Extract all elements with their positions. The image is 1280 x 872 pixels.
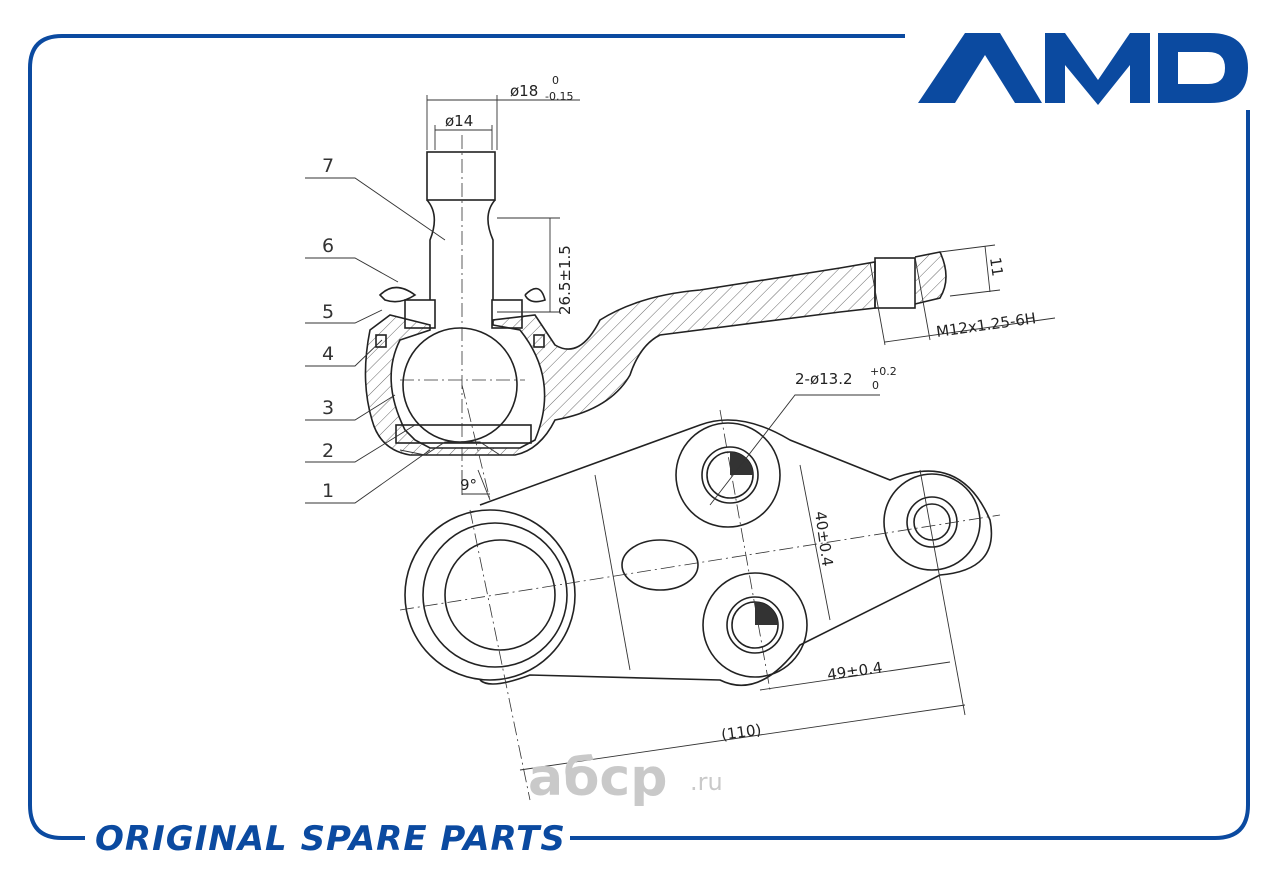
- watermark: абср: [528, 748, 667, 808]
- dim-d18-lower: -0.15: [545, 90, 573, 103]
- dim-offset: 49±0.4: [826, 658, 883, 684]
- dim-d18-upper: 0: [552, 74, 559, 87]
- dim-thread-length: 11: [986, 256, 1006, 277]
- dim-angle: 9°: [460, 476, 477, 494]
- part-leaders: [305, 177, 446, 504]
- part-number-1: 1: [322, 480, 334, 502]
- part-number-5: 5: [322, 301, 334, 323]
- part-number-3: 3: [322, 397, 334, 419]
- dim-overall: (110): [720, 721, 762, 744]
- dim-spacing: 40±0.4: [811, 510, 837, 567]
- dimension-lines: [426, 95, 1056, 501]
- dim-holes-upper: +0.2: [870, 365, 897, 378]
- part-number-2: 2: [322, 440, 334, 462]
- part-number-4: 4: [322, 343, 334, 365]
- frame-border: [28, 34, 1250, 840]
- dim-height: 26.5±1.5: [556, 245, 574, 315]
- dim-holes: 2-ø13.2: [795, 370, 853, 388]
- part-number-6: 6: [322, 235, 334, 257]
- dim-d18: ø18: [510, 82, 538, 100]
- plan-view: [399, 394, 1001, 801]
- amd-logo: [918, 33, 1248, 105]
- dim-d14: ø14: [445, 112, 473, 130]
- dim-thread: M12x1.25-6H: [935, 309, 1037, 341]
- dim-holes-lower: 0: [872, 379, 879, 392]
- slogan: ORIGINAL SPARE PARTS: [95, 819, 566, 859]
- watermark-suffix: .ru: [690, 768, 723, 796]
- part-number-7: 7: [322, 155, 334, 177]
- section-view: [364, 135, 947, 501]
